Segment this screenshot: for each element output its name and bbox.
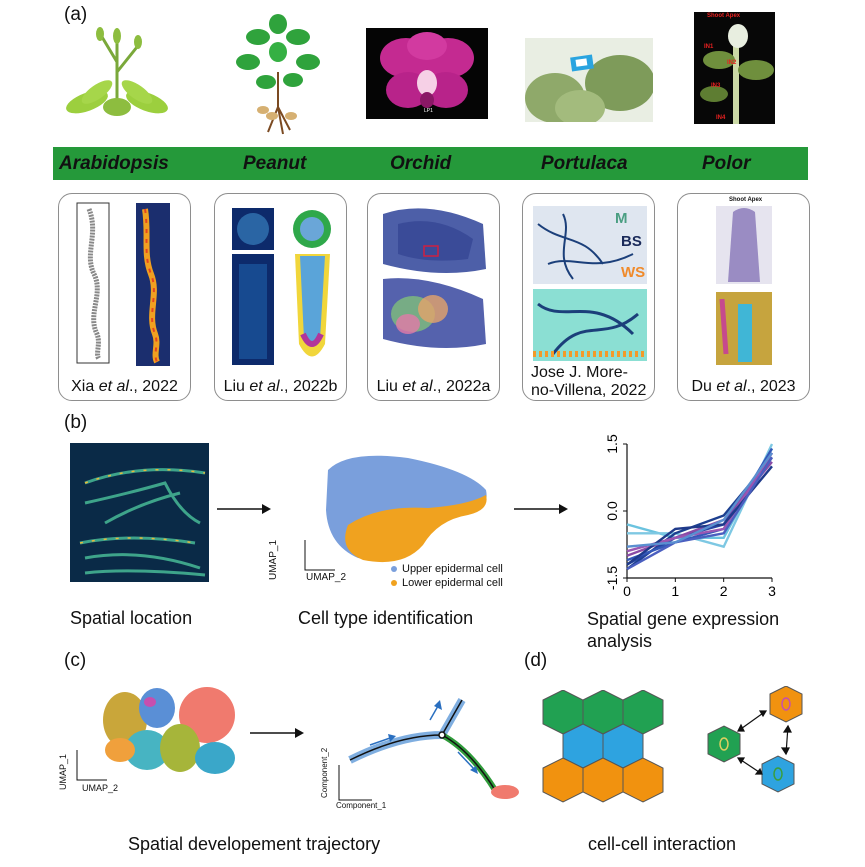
caption-cell-type: Cell type identification xyxy=(298,608,474,628)
legend-lower-epidermal: Lower epidermal cell xyxy=(391,577,503,589)
citation-liu-2022b: Liu et al., 2022b xyxy=(223,378,338,395)
cell-interaction-diagram xyxy=(707,686,803,793)
panel-d-label: (d) xyxy=(524,650,548,671)
citation-moreno-villena: Jose J. More-no-Villena, 2022 xyxy=(531,364,647,399)
in3-label: IN3 xyxy=(711,83,721,89)
card-polor: Shoot Apex Du et al., 2023 xyxy=(677,193,810,401)
caption-spatial-location: Spatial location xyxy=(70,608,193,628)
series-line-8 xyxy=(626,456,774,571)
x-tick-label: 1 xyxy=(671,583,679,599)
portulaca-m-label: M xyxy=(615,210,628,227)
caption-spatial-gene-expression: Spatial gene expression analysis xyxy=(587,609,780,651)
series-line-4 xyxy=(626,447,774,562)
in4-label: IN4 xyxy=(716,115,726,121)
panel-c-label: (c) xyxy=(64,650,87,671)
species-orchid: Orchid xyxy=(390,153,452,174)
x-tick-label: 0 xyxy=(623,583,631,599)
gene-expression-chart: 0 1 2 3 -1.5 0.0 1.5 xyxy=(604,434,776,599)
arrow-icon xyxy=(217,504,271,514)
trajectory-plot xyxy=(348,698,519,799)
x-tick-label: 3 xyxy=(768,583,776,599)
umap-axes-c xyxy=(76,750,107,781)
umap-axes-b xyxy=(304,540,335,571)
caption-spatial-trajectory: Spatial developement trajectory xyxy=(128,834,381,854)
orchid-lp1-label: LP1 xyxy=(424,108,433,114)
portulaca-bs-label: BS xyxy=(621,233,642,250)
card-orchid: Liu et al., 2022a xyxy=(367,193,500,401)
card-arabidopsis: Xia et al., 2022 xyxy=(58,193,191,401)
portulaca-photo xyxy=(525,38,653,122)
component2-label: Component_2 xyxy=(320,747,329,798)
card-peanut: Liu et al., 2022b xyxy=(214,193,347,401)
in1-label: IN1 xyxy=(704,44,714,50)
species-polor: Polor xyxy=(702,153,751,174)
panel-b-label: (b) xyxy=(64,412,88,433)
arrow-icon xyxy=(514,504,568,514)
umap2-label-b: UMAP_2 xyxy=(306,572,347,583)
cluster-umap xyxy=(103,687,235,774)
species-portulaca: Portulaca xyxy=(541,153,628,174)
cell-type-umap xyxy=(326,455,487,563)
umap1-label-b: UMAP_1 xyxy=(268,539,279,580)
arabidopsis-illustration xyxy=(66,27,168,116)
umap1-label-c: UMAP_1 xyxy=(58,753,68,790)
legend-upper-epidermal: Upper epidermal cell xyxy=(391,563,503,575)
citation-du: Du et al., 2023 xyxy=(691,378,796,395)
in2-label: IN2 xyxy=(727,60,737,66)
species-arabidopsis: Arabidopsis xyxy=(59,153,169,174)
spatial-location-image xyxy=(70,443,209,582)
arrow-icon xyxy=(250,728,304,738)
citation-liu-2022a: Liu et al., 2022a xyxy=(376,378,491,395)
y-tick-label: 0.0 xyxy=(604,501,620,521)
orchid-photo: LP1 xyxy=(366,28,488,119)
trajectory-axes xyxy=(338,765,372,801)
poplar-shoot-photo: Shoot Apex IN1 IN2 IN3 IN4 xyxy=(694,12,775,124)
panel-a-label: (a) xyxy=(64,4,88,25)
polor-shoot-apex-label: Shoot Apex xyxy=(729,197,763,203)
y-tick-label: 1.5 xyxy=(604,434,620,454)
peanut-illustration xyxy=(236,14,320,135)
series-line-9 xyxy=(626,452,773,548)
y-tick-label: -1.5 xyxy=(604,566,620,590)
hexagon-grid xyxy=(542,690,664,803)
shoot-apex-label: Shoot Apex xyxy=(707,13,741,19)
portulaca-ws-label: WS xyxy=(621,264,646,281)
umap2-label-c: UMAP_2 xyxy=(82,783,119,793)
x-tick-label: 2 xyxy=(720,583,728,599)
card-portulaca: M BS WS Jose J. More-no-Villena, 2022 xyxy=(522,193,655,401)
component1-label: Component_1 xyxy=(336,801,387,810)
series-line-5 xyxy=(626,461,773,557)
citation-xia: Xia et al., 2022 xyxy=(71,378,178,395)
caption-cell-cell-interaction: cell-cell interaction xyxy=(588,834,737,854)
species-banner: Arabidopsis Peanut Orchid Portulaca Polo… xyxy=(53,147,808,180)
species-peanut: Peanut xyxy=(243,153,307,174)
